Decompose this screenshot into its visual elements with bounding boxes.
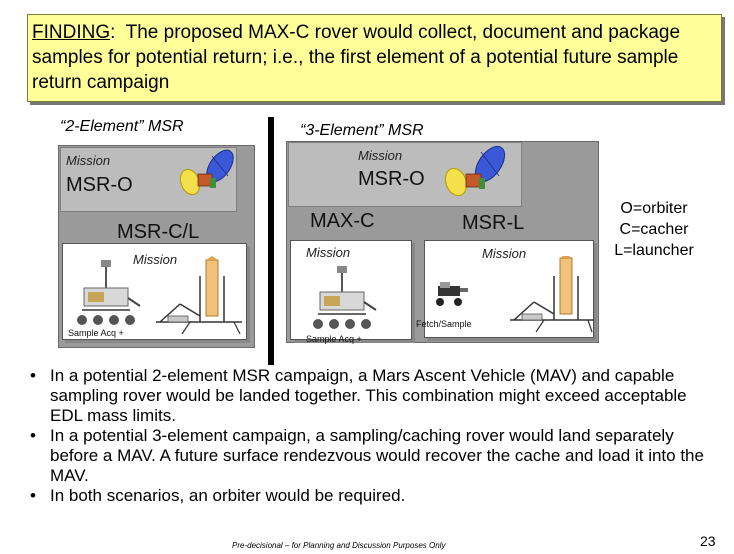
bullet-item: • In both scenarios, an orbiter would be … (24, 486, 714, 506)
rover-icon (77, 260, 141, 325)
left-orbiter-name: MSR-O (66, 174, 133, 196)
three-element-title: “3-Element” MSR (300, 122, 424, 139)
orbiter-icon-right (444, 145, 506, 197)
right-orbiter-name: MSR-O (358, 168, 425, 190)
right-orbiter-mission-label: Mission (358, 148, 403, 163)
finding-text: FINDING: The proposed MAX-C rover would … (32, 20, 712, 95)
legend-cacher: C=cacher (619, 221, 689, 238)
bullet-item: • In a potential 3-element campaign, a sa… (24, 426, 714, 486)
footer-disclaimer: Pre-decisional – for Planning and Discus… (232, 541, 446, 550)
maxc-rover-icon (313, 266, 377, 329)
maxc-name: MAX-C (310, 210, 375, 232)
bullet-item: • In a potential 2-element MSR campaign, … (24, 366, 714, 426)
fetch-rover-icon (436, 282, 468, 306)
finding-colon: : (110, 22, 116, 43)
msrl-mission-label: Mission (482, 246, 527, 261)
left-caption: Sample Acq + (68, 328, 124, 338)
left-lander-mission-label: Mission (133, 252, 178, 267)
two-element-title: “2-Element” MSR (60, 118, 184, 135)
page-number: 23 (700, 533, 716, 549)
mav-lander-icon-right (510, 256, 594, 333)
column-divider (268, 117, 274, 365)
legend-orbiter: O=orbiter (620, 200, 688, 217)
bullet-dot: • (30, 426, 36, 445)
bullet-dot: • (30, 366, 36, 385)
orbiter-icon (179, 149, 234, 196)
fetch-caption: Fetch/Sample (416, 319, 472, 329)
left-lander-name: MSR-C/L (117, 221, 200, 243)
bullet-text: In both scenarios, an orbiter would be r… (50, 486, 406, 505)
right-caption: Sample Acq + (306, 334, 362, 344)
finding-body: The proposed MAX-C rover would collect, … (32, 22, 686, 93)
bullet-list: • In a potential 2-element MSR campaign, … (24, 366, 714, 506)
mav-lander-icon (156, 256, 242, 335)
maxc-mission-label: Mission (306, 245, 351, 260)
msrl-name: MSR-L (462, 212, 525, 234)
bullet-text: In a potential 3-element campaign, a sam… (50, 426, 704, 485)
bullet-text: In a potential 2-element MSR campaign, a… (50, 366, 687, 425)
legend: O=orbiter C=cacher L=launcher (594, 198, 714, 261)
bullet-dot: • (30, 486, 36, 505)
finding-label: FINDING (32, 22, 111, 43)
left-orbiter-mission-label: Mission (66, 153, 111, 168)
legend-launcher: L=launcher (614, 242, 694, 259)
right-orbiter-box (288, 142, 522, 207)
finding-box (27, 14, 722, 102)
